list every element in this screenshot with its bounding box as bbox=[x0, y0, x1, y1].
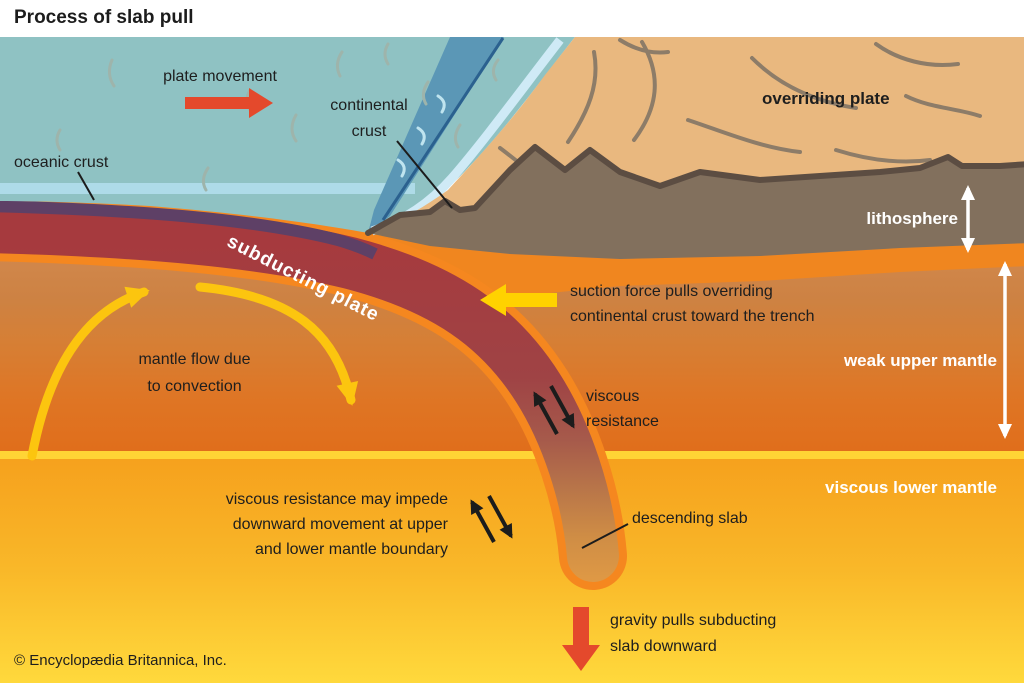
suction-force-arrow-icon bbox=[480, 284, 557, 316]
asthenosphere-band bbox=[368, 232, 1024, 312]
label-suction-force: suction force pulls overriding continent… bbox=[570, 283, 815, 325]
label-viscous-lower-mantle: viscous lower mantle bbox=[825, 478, 997, 497]
mountain bbox=[368, 37, 1024, 233]
trench-edge-line bbox=[381, 37, 505, 221]
label-gravity-pull: gravity pulls subducting slab downward bbox=[610, 612, 777, 655]
oceanic-crust-edge bbox=[0, 200, 378, 260]
continental-crust-pointer bbox=[396, 140, 453, 209]
credit-line: © Encyclopædia Britannica, Inc. bbox=[14, 652, 227, 669]
convection-arrow-right-icon bbox=[195, 282, 359, 406]
oceanic-crust-pointer bbox=[77, 171, 95, 201]
viscous-resistance-arrows-lower-icon bbox=[470, 495, 513, 543]
label-viscous-resistance: viscous resistance bbox=[586, 388, 659, 430]
wave-curls bbox=[396, 94, 446, 178]
label-boundary-note: viscous resistance may impede downward m… bbox=[225, 491, 448, 558]
mantle-boundary-line bbox=[0, 451, 1024, 459]
gravity-arrow-icon bbox=[562, 607, 600, 671]
label-oceanic-crust: oceanic crust bbox=[14, 154, 109, 171]
label-plate-movement: plate movement bbox=[163, 68, 277, 85]
convection-arrow-left-icon bbox=[27, 286, 150, 461]
title-bar bbox=[0, 0, 1024, 37]
pointer-lines bbox=[77, 140, 629, 549]
label-overriding-plate: overriding plate bbox=[762, 89, 890, 108]
viscous-lower-mantle-layer bbox=[0, 459, 1024, 683]
mountain-ridge-marks bbox=[498, 38, 982, 184]
label-descending-slab: descending slab bbox=[632, 510, 748, 527]
label-mantle-flow: mantle flow due to convection bbox=[138, 351, 251, 395]
label-continental-crust: continental crust bbox=[330, 97, 408, 140]
label-weak-upper-mantle: weak upper mantle bbox=[843, 351, 997, 370]
page-title: Process of slab pull bbox=[14, 7, 194, 28]
ocean-stripe bbox=[0, 183, 415, 194]
ocean-texture-marks bbox=[55, 42, 500, 192]
viscous-resistance-arrows-upper-icon bbox=[533, 385, 575, 435]
ocean-details bbox=[0, 37, 505, 233]
label-lithosphere: lithosphere bbox=[866, 209, 958, 228]
plate-movement-arrow-icon bbox=[185, 88, 273, 118]
subducting-slab bbox=[0, 201, 619, 582]
descending-slab-pointer bbox=[581, 523, 629, 549]
